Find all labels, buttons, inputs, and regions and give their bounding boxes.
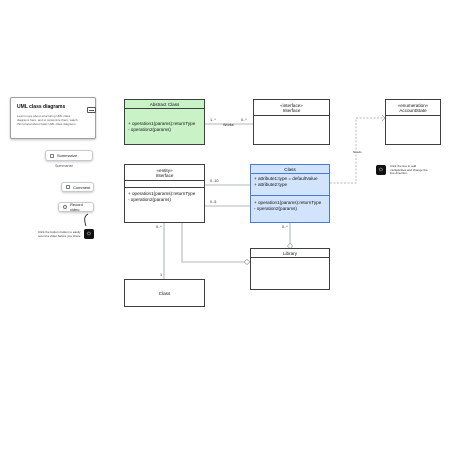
entity-op-1: + operation1(params):returnType xyxy=(128,191,196,196)
mult-0-5: 0..5 xyxy=(210,200,217,204)
mult-entity-bottom: 0..* xyxy=(156,225,162,229)
mult-0-10: 0..10 xyxy=(210,179,219,183)
comment-label: Comment xyxy=(73,184,91,190)
class-op-1: + operation1(params):returnType xyxy=(254,200,322,205)
entity-name: Interface xyxy=(155,172,174,178)
bottom-class-name: Class xyxy=(158,290,171,296)
dependency-class-enumeration xyxy=(330,117,385,184)
mult-entity-one: 1 xyxy=(160,273,163,277)
class-op-2: - operation2(params) xyxy=(254,205,297,211)
record-video-button[interactable]: Record video xyxy=(58,202,94,212)
class-attr-1: + attribute1:type = defaultValue xyxy=(254,176,318,181)
summarize-icon xyxy=(50,153,54,158)
entity-op-2: - operation2(params) xyxy=(128,196,171,202)
library-box[interactable]: Library xyxy=(250,248,330,290)
record-label: Record video xyxy=(69,202,83,212)
info-card: UML class diagrams Learn more about stru… xyxy=(10,97,96,139)
enumeration-box[interactable]: «enumeration» AccountState xyxy=(385,99,441,145)
abstract-class-name: Abstract Class xyxy=(125,100,204,109)
assoc-name: Works xyxy=(223,123,234,127)
lightbulb-icon[interactable]: ☼ xyxy=(84,229,94,239)
dependency-label: Needs xyxy=(353,150,362,154)
entity-stereotype: «entity» xyxy=(156,167,173,173)
assoc-mult-left: 1..* xyxy=(210,118,216,122)
enumeration-name: AccountState xyxy=(399,107,427,113)
record-hint-text: Click the bottom button to easily record… xyxy=(38,230,82,238)
abstract-op-1: + operation1(params):returnType xyxy=(128,121,196,126)
interface-stereotype: «interface» xyxy=(280,102,303,108)
hint-arrow xyxy=(84,213,89,227)
entity-header: «entity» Interface xyxy=(125,165,204,181)
bulb-note-text: Click the line to add multiplicities and… xyxy=(390,164,428,176)
summarize-button[interactable]: Summarize xyxy=(45,150,93,161)
interface-name: Interface xyxy=(282,107,301,113)
card-description: Learn more about structuring UML class d… xyxy=(17,114,78,126)
class-box[interactable]: Class + attribute1:type = defaultValue +… xyxy=(250,164,330,223)
enumeration-stereotype: «enumeration» xyxy=(397,102,429,108)
record-icon xyxy=(63,205,67,209)
assoc-mult-right: 0..* xyxy=(241,118,247,122)
lightbulb-note-icon[interactable]: ☼ xyxy=(376,165,386,175)
comment-button[interactable]: Comment xyxy=(61,182,94,192)
bottom-class-box[interactable]: Class xyxy=(124,279,205,307)
abstract-op-2: - operation2(params) xyxy=(128,126,171,132)
entity-box[interactable]: «entity» Interface + operation1(params):… xyxy=(124,164,205,223)
aggregation-entity-library xyxy=(181,223,250,263)
enumeration-header: «enumeration» AccountState xyxy=(386,100,440,116)
summarize-sub-label: Summarize xyxy=(55,164,74,168)
summarize-label: Summarize xyxy=(57,153,78,158)
class-attr-2: + attribute2:type xyxy=(254,181,288,187)
entity-operations: + operation1(params):returnType - operat… xyxy=(128,191,202,202)
class-name: Class xyxy=(251,165,329,174)
entity-divider xyxy=(125,187,204,188)
card-icon[interactable] xyxy=(87,107,96,113)
card-title: UML class diagrams xyxy=(17,104,66,110)
interface-header: «interface» Interface xyxy=(254,100,329,116)
interface-box[interactable]: «interface» Interface xyxy=(253,99,330,145)
class-attributes: + attribute1:type = defaultValue + attri… xyxy=(254,176,327,187)
library-name: Library xyxy=(251,249,329,258)
mult-class-bottom: 0..* xyxy=(282,225,288,229)
class-divider xyxy=(251,195,329,196)
abstract-class-operations: + operation1(params):returnType - operat… xyxy=(128,121,202,132)
comment-icon xyxy=(66,185,70,189)
abstract-class-box[interactable]: Abstract Class + operation1(params):retu… xyxy=(124,99,205,145)
class-operations: + operation1(params):returnType - operat… xyxy=(254,200,327,211)
